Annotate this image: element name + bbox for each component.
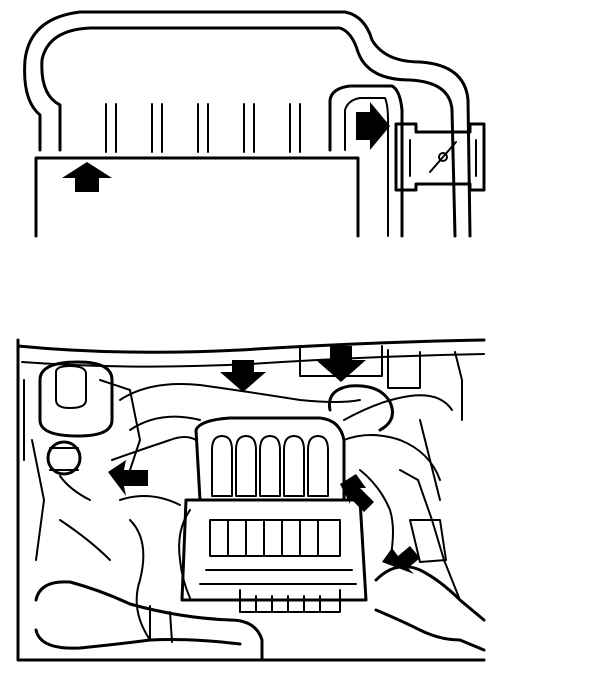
- cowl-panel: [16, 338, 486, 354]
- airflow-right-arrow-icon: [356, 102, 390, 150]
- downward-arrow-icon-1: [220, 360, 266, 392]
- airflow-up-arrow-icon: [62, 162, 112, 192]
- radiator-hose: [34, 580, 264, 662]
- downward-arrow-icon-2: [316, 346, 366, 382]
- coolant-reservoir: [23, 360, 114, 561]
- engine-compartment-panel: [16, 338, 486, 662]
- reservoir-cap: [46, 440, 91, 501]
- diagonal-arrow-icon-center: [340, 474, 374, 512]
- inlet-duct-inner: [344, 97, 389, 237]
- diagonal-arrow-icon-left: [108, 460, 148, 496]
- plenum-body: [34, 156, 360, 238]
- intake-runners: [105, 103, 301, 153]
- intake-plenum: [194, 416, 346, 502]
- plenum-housing-inner: [40, 26, 457, 238]
- compartment-frame: [16, 338, 486, 662]
- inlet-duct-wall: [328, 84, 404, 238]
- hoses-and-wiring: [59, 379, 461, 641]
- intake-plenum-cutaway-panel: [23, 10, 486, 238]
- throttle-plate-icon: [429, 141, 457, 173]
- throttle-body: [394, 122, 486, 192]
- diagonal-arrow-icon-right: [382, 546, 420, 574]
- plenum-housing-outer: [23, 10, 472, 238]
- engine-block: [178, 498, 368, 613]
- right-hose: [374, 519, 486, 652]
